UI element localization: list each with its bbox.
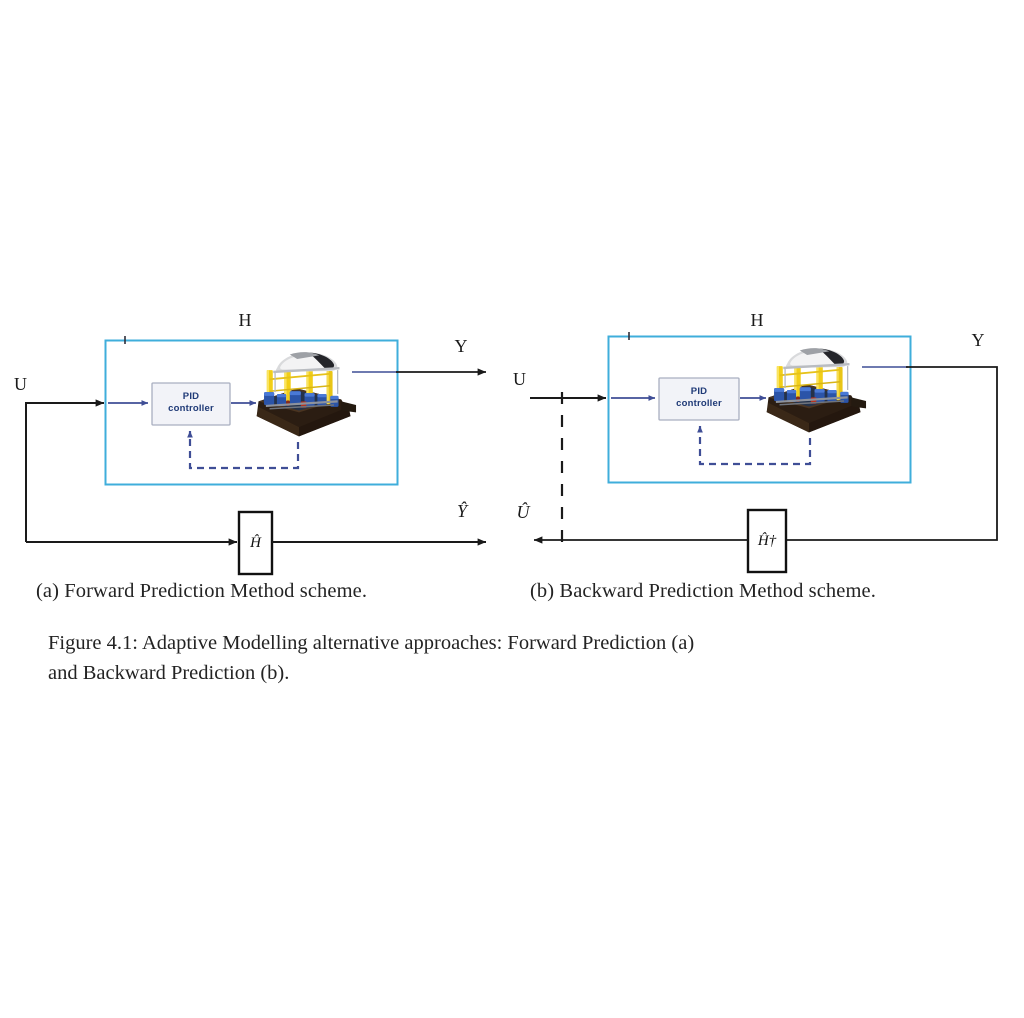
internal-feedback-wire-b — [697, 425, 812, 466]
plant-boundary-box-b — [607, 335, 912, 484]
pid-controller-label-line2-b: controller — [676, 398, 722, 409]
figure-caption-line-2: and Backward Prediction (b). — [48, 662, 290, 684]
model-block-a — [237, 510, 274, 576]
figure-caption-line-1: Figure 4.1: Adaptive Modelling alternati… — [48, 632, 695, 654]
figure-caption: Figure 4.1: Adaptive Modelling alternati… — [48, 628, 958, 688]
internal-feedback-wire-a — [187, 430, 300, 470]
subsea-manifold-photo-a — [255, 350, 358, 438]
subcaption-row: (a) Forward Prediction Method scheme. (b… — [0, 576, 1024, 612]
model-block-label-a: Ĥ — [249, 534, 262, 551]
pid-controller-label-line2-a: controller — [168, 403, 214, 414]
model-block-b — [746, 508, 788, 574]
scheme-a-forward-prediction: H U PID controller Y — [14, 310, 487, 576]
output-feedback-wire-b — [786, 366, 998, 541]
input-label-b: U — [513, 369, 526, 389]
plant-boundary-box-a — [104, 339, 399, 486]
pid-controller-label-line1-a: PID — [183, 391, 199, 402]
model-block-label-b: Ĥ† — [757, 532, 777, 549]
output-label-a: Y — [455, 336, 468, 356]
subcaption-a: (a) Forward Prediction Method scheme. — [36, 580, 368, 602]
scheme-b-backward-prediction: H U PID controller Y — [513, 310, 998, 574]
estimate-label-b: Û — [517, 501, 531, 522]
pid-controller-box-b — [658, 377, 740, 421]
estimate-label-a: Ŷ — [457, 500, 469, 521]
schemes-diagram: H U PID controller Y — [14, 310, 998, 576]
plant-box-label-a: H — [239, 310, 252, 330]
subsea-manifold-photo-b — [765, 346, 868, 434]
pid-controller-box-a — [151, 382, 231, 426]
subcaption-b: (b) Backward Prediction Method scheme. — [530, 580, 876, 602]
pid-controller-label-line1-b: PID — [691, 386, 707, 397]
plant-box-label-b: H — [751, 310, 764, 330]
input-label-a: U — [14, 374, 27, 394]
output-label-b: Y — [972, 330, 985, 350]
